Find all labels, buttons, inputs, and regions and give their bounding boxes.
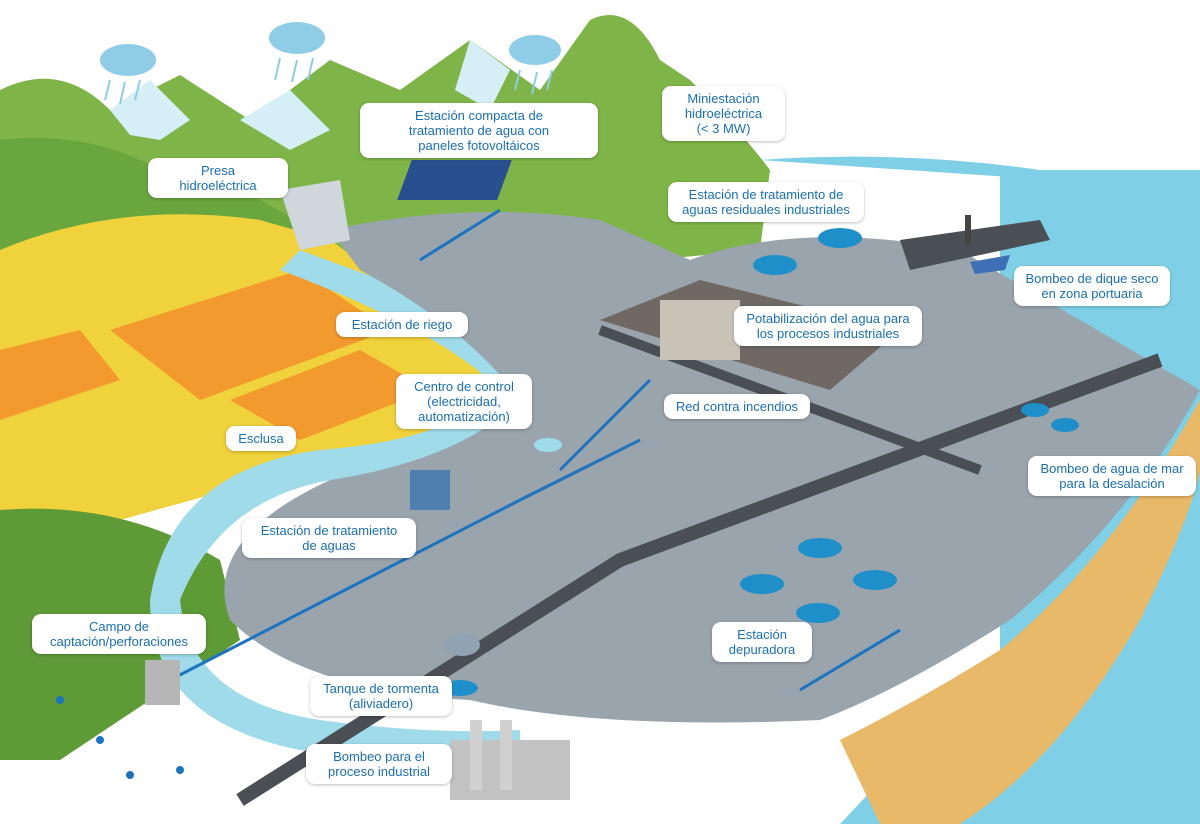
- label-aguas-residuales-line1: Estación de tratamiento de: [688, 187, 844, 202]
- label-red-incendios: Red contra incendios: [664, 394, 810, 419]
- field-orange-2: [230, 350, 430, 440]
- label-dique-seco-line1: Bombeo de dique seco: [1025, 271, 1159, 286]
- label-potabilizacion-line1: Potabilización del agua para: [746, 311, 910, 326]
- label-miniestacion: Miniestación hidroeléctrica (< 3 MW): [662, 86, 785, 141]
- label-estacion-riego: Estación de riego: [336, 312, 468, 337]
- label-tratamiento-aguas-line2: de aguas: [302, 538, 356, 553]
- label-tratamiento-aguas: Estación de tratamiento de aguas: [242, 518, 416, 558]
- label-campo-captacion-line1: Campo de: [89, 619, 149, 634]
- label-red-incendios-line1: Red contra incendios: [675, 399, 799, 414]
- label-dique-seco-line2: en zona portuaria: [1041, 286, 1143, 301]
- label-tanque-tormenta-line2: (aliviadero): [348, 696, 414, 711]
- control-building: [410, 470, 450, 510]
- label-bombeo-industrial-line2: proceso industrial: [328, 764, 430, 779]
- label-aguas-residuales: Estación de tratamiento de aguas residua…: [668, 182, 864, 222]
- storm-cloud-icon: [444, 634, 480, 656]
- label-centro-control-line3: automatización): [418, 409, 510, 424]
- chimney-2: [500, 720, 512, 790]
- main-road: [236, 353, 1163, 806]
- crane-icon: [965, 215, 971, 245]
- chimney-1: [470, 720, 482, 790]
- label-estacion-depuradora: Estación depuradora: [712, 622, 812, 662]
- label-estacion-compacta-line1: Estación compacta de: [415, 108, 543, 123]
- label-potabilizacion-line2: los procesos industriales: [756, 326, 900, 341]
- label-estacion-compacta-line2: tratamiento de agua con: [408, 123, 550, 138]
- label-estacion-depuradora-line2: depuradora: [728, 642, 796, 657]
- label-estacion-riego-line1: Estación de riego: [351, 317, 453, 332]
- label-agua-mar-line1: Bombeo de agua de mar: [1040, 461, 1184, 476]
- label-miniestacion-line2: hidroeléctrica: [684, 106, 763, 121]
- label-agua-mar: Bombeo de agua de mar para la desalación: [1028, 456, 1196, 496]
- label-presa-line2: hidroeléctrica: [179, 178, 257, 193]
- label-estacion-depuradora-line1: Estación: [737, 627, 787, 642]
- label-aguas-residuales-line2: aguas residuales industriales: [682, 202, 850, 217]
- field-orange-3: [0, 330, 120, 420]
- pumping-building: [145, 660, 180, 705]
- rain-drops: [104, 57, 553, 105]
- treatment-tanks: [740, 228, 1079, 623]
- snow-peak-3: [455, 40, 510, 110]
- water-tower-icon: [534, 438, 562, 452]
- label-estacion-compacta: Estación compacta de tratamiento de agua…: [360, 103, 598, 158]
- pier: [900, 220, 1050, 270]
- label-esclusa-line1: Esclusa: [238, 431, 284, 446]
- label-miniestacion-line3: (< 3 MW): [696, 121, 751, 136]
- river: [150, 250, 560, 764]
- snow-peak-2: [240, 90, 330, 150]
- label-centro-control-line1: Centro de control: [414, 379, 514, 394]
- label-potabilizacion: Potabilización del agua para los proceso…: [734, 306, 922, 346]
- field-orange-1: [110, 270, 390, 400]
- factory-icon: [660, 300, 740, 360]
- label-bombeo-industrial: Bombeo para el proceso industrial: [306, 744, 452, 784]
- rain-cloud-icon: [100, 22, 561, 76]
- label-campo-captacion: Campo de captación/perforaciones: [32, 614, 206, 654]
- solar-panel-icon: [397, 160, 512, 200]
- ship-icon: [970, 255, 1010, 274]
- label-tanque-tormenta-line1: Tanque de tormenta: [323, 681, 439, 696]
- label-tanque-tormenta: Tanque de tormenta (aliviadero): [310, 676, 452, 716]
- label-centro-control: Centro de control (electricidad, automat…: [396, 374, 532, 429]
- label-agua-mar-line2: para la desalación: [1059, 476, 1165, 491]
- label-campo-captacion-line2: captación/perforaciones: [49, 634, 189, 649]
- label-miniestacion-line1: Miniestación: [687, 91, 760, 106]
- industrial-ground: [224, 212, 1200, 723]
- dam-icon: [280, 180, 350, 250]
- snow-peak-1: [110, 80, 190, 140]
- label-centro-control-line2: (electricidad,: [427, 394, 501, 409]
- beach: [840, 400, 1200, 824]
- label-esclusa: Esclusa: [226, 426, 296, 451]
- label-bombeo-industrial-line1: Bombeo para el: [333, 749, 425, 764]
- label-tratamiento-aguas-line1: Estación de tratamiento: [260, 523, 398, 538]
- label-estacion-compacta-line3: paneles fotovoltáicos: [418, 138, 540, 153]
- water-pipeline: [169, 208, 901, 692]
- label-presa: Presa hidroeléctrica: [148, 158, 288, 198]
- label-dique-seco: Bombeo de dique seco en zona portuaria: [1014, 266, 1170, 306]
- label-presa-line1: Presa: [201, 163, 235, 178]
